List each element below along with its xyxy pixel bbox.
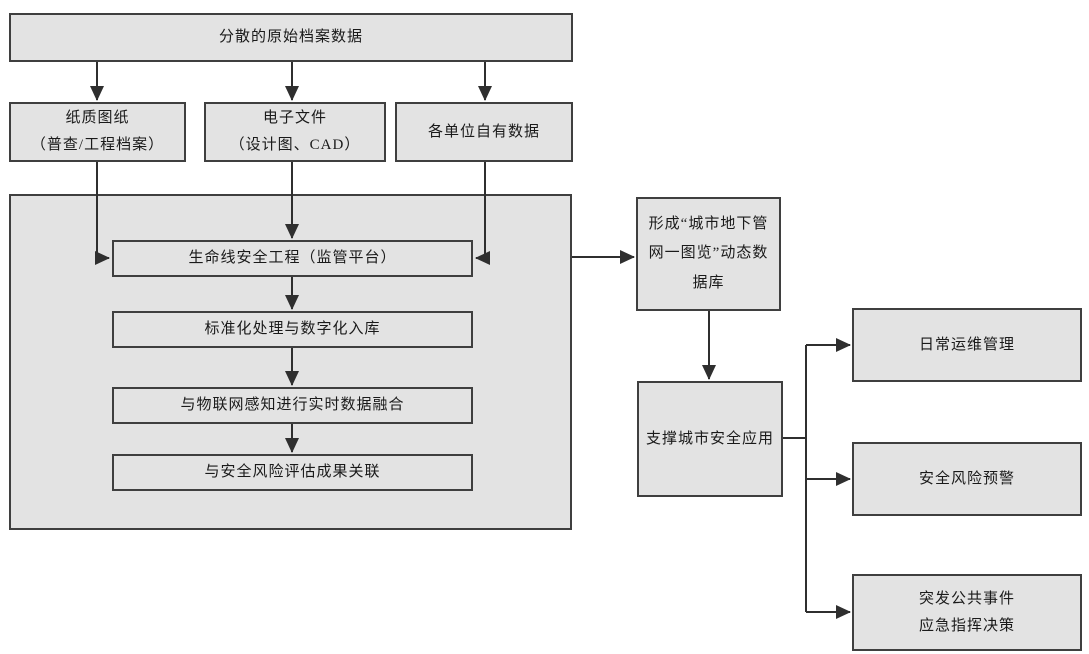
unit-owned-data-label: 各单位自有数据 [427,123,540,140]
risk-assessment-link-label: 与安全风险评估成果关联 [204,464,381,480]
support-city-safety-label: 支撑城市安全应用 [645,430,774,447]
risk-assessment-link-box: 与安全风险评估成果关联 [112,454,473,491]
electronic-files-label-line2: （设计图、CAD） [229,137,361,153]
safety-risk-warning-box: 安全风险预警 [852,442,1082,516]
electronic-files-label-line1: 电子文件 [262,110,327,126]
dynamic-database-box: 形成“城市地下管 网一图览”动态数 据库 [636,197,781,311]
emergency-command-label-line2: 应急指挥决策 [918,617,1015,634]
scattered-archive-data-box: 分散的原始档案数据 [9,13,573,62]
dynamic-database-label-line3: 据库 [692,274,725,291]
standardization-box: 标准化处理与数字化入库 [112,311,473,348]
electronic-files-box: 电子文件 （设计图、CAD） [204,102,386,162]
dynamic-database-label-line1: 形成“城市地下管 [648,216,769,233]
unit-owned-data-box: 各单位自有数据 [395,102,573,162]
iot-realtime-fusion-label: 与物联网感知进行实时数据融合 [180,397,405,413]
scattered-archive-data-label: 分散的原始档案数据 [218,29,363,45]
daily-ops-management-box: 日常运维管理 [852,308,1082,382]
emergency-command-box: 突发公共事件 应急指挥决策 [852,574,1082,651]
lifeline-safety-platform-box: 生命线安全工程（监管平台） [112,240,473,277]
paper-drawings-label-line2: （普查/工程档案） [30,137,165,153]
support-city-safety-box: 支撑城市安全应用 [637,381,783,497]
paper-drawings-label-line1: 纸质图纸 [65,110,130,126]
iot-realtime-fusion-box: 与物联网感知进行实时数据融合 [112,387,473,424]
daily-ops-management-label: 日常运维管理 [918,336,1015,353]
safety-risk-warning-label: 安全风险预警 [918,470,1015,487]
paper-drawings-box: 纸质图纸 （普查/工程档案） [9,102,186,162]
dynamic-database-label-line2: 网一图览”动态数 [648,245,769,262]
standardization-label: 标准化处理与数字化入库 [204,321,381,337]
lifeline-safety-platform-label: 生命线安全工程（监管平台） [188,250,397,266]
emergency-command-label-line1: 突发公共事件 [918,590,1015,607]
